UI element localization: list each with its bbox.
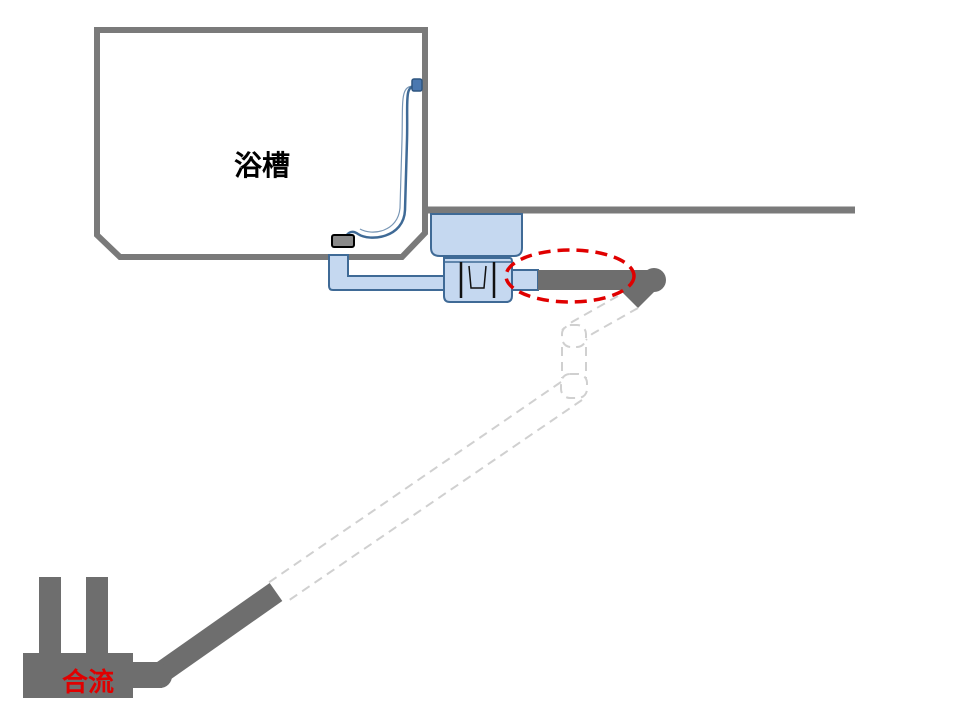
junction-riser-left (39, 577, 61, 657)
hidden-pipe-top-segment (561, 295, 639, 341)
bathtub-outline (94, 27, 428, 260)
hidden-diagonal-upper (267, 381, 562, 584)
drain-hose-elbow-cap (642, 268, 666, 292)
junction-label: 合流 (62, 667, 114, 698)
hidden-pipe-route (267, 295, 639, 604)
drain-pipe-elbow (328, 254, 450, 291)
trap-body-lower (443, 257, 513, 303)
trap-outlet-stub (511, 269, 539, 291)
junction-body (23, 653, 133, 698)
highlight-ring (504, 248, 636, 304)
bathtub-label: 浴槽 (234, 149, 290, 182)
overflow-tube-inner (359, 85, 415, 233)
hidden-coupling-1 (561, 324, 587, 348)
hidden-coupling-2 (560, 373, 588, 399)
drain-plug (331, 234, 355, 248)
trap-body-upper (430, 213, 523, 257)
overflow-port (411, 78, 423, 92)
overflow-tube (341, 84, 417, 241)
junction-riser-right (86, 577, 108, 657)
trap-inner-u (468, 265, 487, 289)
hidden-diagonal-lower (284, 399, 583, 604)
lower-drain-pipe (155, 582, 283, 682)
